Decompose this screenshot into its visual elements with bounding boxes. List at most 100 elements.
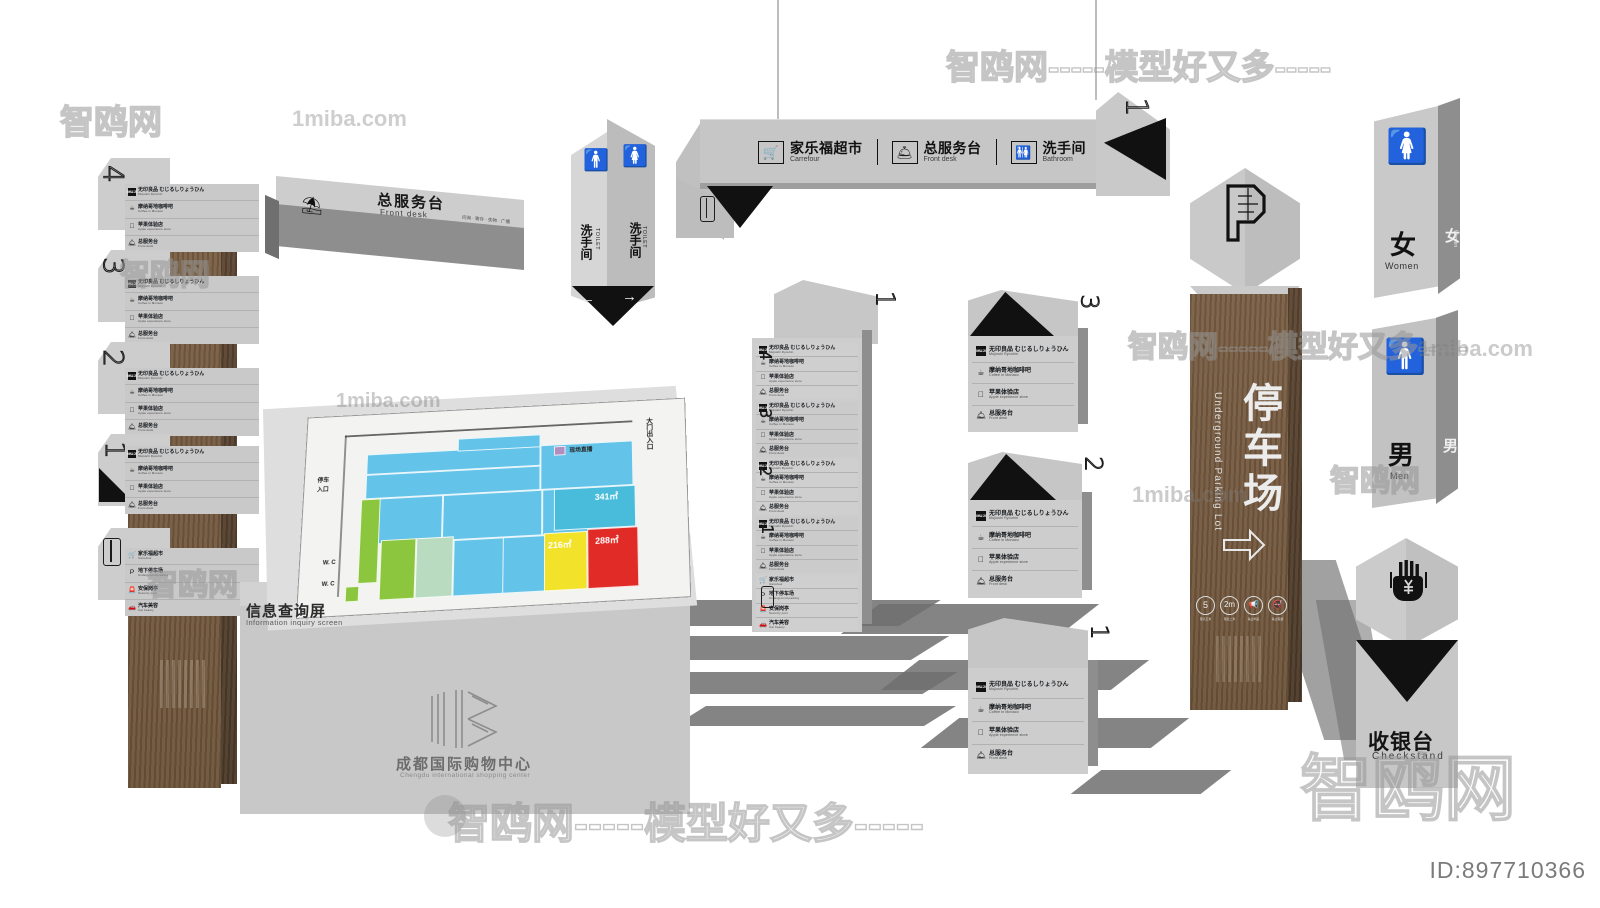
coffee-icon: ☕	[760, 475, 766, 483]
directory-row-cn: 摩纳哥地咖啡吧	[138, 296, 174, 303]
overhead-item-bathroom[interactable]: 🚻 洗手间 Bathroom	[1010, 140, 1087, 164]
directory-row-en: Front desk	[138, 428, 154, 433]
parking-pylon-brand-mark	[1216, 636, 1264, 682]
directory-row-en: Carrefour	[769, 581, 783, 586]
directory-row-en: Car beauty	[138, 608, 154, 613]
center-pylon-side	[862, 330, 872, 624]
map-label-parking-entry: 停车	[317, 477, 330, 485]
overhead-wire-left	[777, 0, 779, 122]
box3-floor-numeral: 3	[1075, 294, 1104, 310]
muji-icon: MUJI	[758, 345, 768, 354]
overhead-item-carrefour[interactable]: 🛒 家乐福超市 Carrefour	[758, 140, 863, 164]
directory-row-en: Coffee in Monaco	[989, 710, 1019, 715]
elevator-icon-line	[706, 198, 708, 218]
restroom-women-front	[1374, 106, 1438, 298]
overhead-item-en: Front desk	[923, 155, 957, 163]
directory-row-cn: 总服务台	[138, 331, 159, 338]
directory-row-en: Mujiushi Ryouhin	[989, 687, 1018, 692]
front-desk-icon: 🛎	[127, 239, 137, 247]
directory-row-en: Apple experience store	[989, 559, 1028, 564]
parking-icon: P	[760, 591, 766, 599]
overhead-item-front-desk[interactable]: 🛎 总服务台 Front desk	[891, 140, 982, 164]
directory-row-cn: 汽车美容	[769, 620, 790, 627]
map-label-livestream: 现场直播	[569, 447, 593, 454]
directory-row-cn: 总服务台	[138, 239, 159, 246]
directory-row-en: Mujiushi Ryouhin	[989, 515, 1018, 520]
directory-row-cn: 苹果体验店	[989, 554, 1020, 561]
parking-pylon-arrow	[1222, 528, 1266, 562]
coffee-icon: ☕	[977, 705, 985, 715]
kiosk-map[interactable]: 341㎡ 216㎡ 288㎡ 停车 入口 现场直播 W. C W. C 大门出入…	[295, 397, 692, 619]
directory-row-en: Carrefour	[138, 556, 152, 561]
overhead-sign-panel[interactable]: 🛒 家乐福超市 Carrefour 🛎 总服务台 Front desk 🚻 洗手…	[700, 119, 1106, 184]
directory-row-cn: 无印良品 むじるしりょうひん	[989, 682, 1069, 689]
toilet-totem-right-cn: 洗手间	[628, 222, 642, 258]
front-desk-icon: 🛎	[127, 501, 137, 509]
